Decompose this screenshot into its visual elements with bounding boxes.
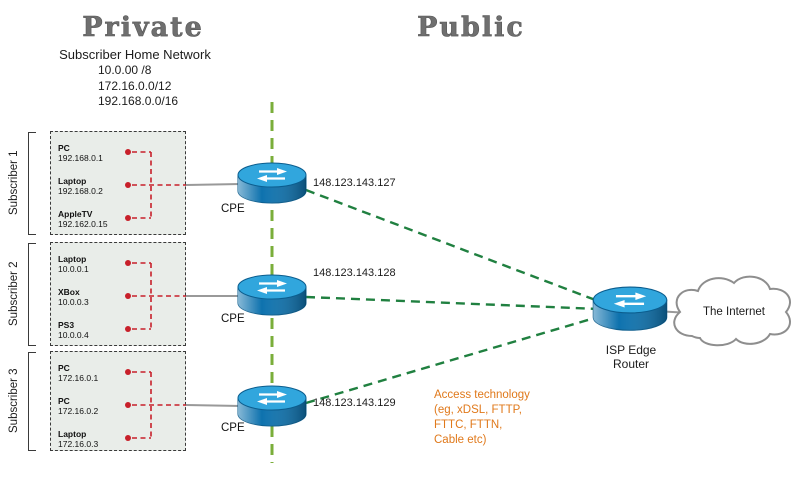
public-section-title: Public [417,12,525,44]
cpe-3-label: CPE [221,422,245,434]
access-link-2 [305,295,599,311]
cpe-3-public-ip: 148.123.143.129 [313,397,396,409]
device-name: XBox [58,287,80,297]
subscriber-1-bracket [28,132,36,235]
device-ip: 10.0.0.1 [58,264,89,274]
cpe-router-3-icon [236,384,308,428]
subscriber-1-box: PC 192.168.0.1 Laptop 192.168.0.2 AppleT… [50,131,186,235]
cpe-router-2-icon [236,273,308,317]
device-name: PS3 [58,320,75,330]
private-section-title: Private [82,12,204,44]
lan-connector-3 [185,404,242,407]
cpe-1-public-ip: 148.123.143.127 [313,177,396,189]
device-pc-3: PC 172.16.0.2 [58,396,143,416]
isp-label-line2: Router [612,357,650,371]
internet-label: The Internet [702,306,765,318]
range-192: 192.168.0.0/16 [98,94,179,108]
cpe-router-1-icon [236,161,308,205]
lan-connectors [185,183,242,407]
device-ip: 172.16.0.1 [58,373,99,383]
device-pc-1: PC 192.168.0.1 [58,143,143,163]
device-name: PC [58,143,70,153]
subscriber-2-box: Laptop 10.0.0.1 XBox 10.0.0.3 PS3 10.0.0… [50,242,186,346]
isp-label-line1: ISP Edge [605,343,657,357]
device-ps3: PS3 10.0.0.4 [58,320,143,340]
subscriber-3-box: PC 172.16.0.1 PC 172.16.0.2 Laptop 172.1… [50,351,186,451]
device-name: Laptop [58,429,87,439]
access-technology-note: Access technology (eg, xDSL, FTTP, FTTC,… [434,389,530,446]
device-name: AppleTV [58,209,93,219]
device-name: Laptop [58,176,87,186]
device-pc-2: PC 172.16.0.1 [58,363,143,383]
subscriber-3-bracket [28,352,36,451]
access-links [305,188,599,405]
device-ip: 172.16.0.2 [58,406,99,416]
device-name: Laptop [58,254,87,264]
isp-edge-router-icon [592,285,668,332]
range-172: 172.16.0.0/12 [98,78,172,93]
device-laptop-1: Laptop 192.168.0.2 [58,176,143,196]
cpe-1-label: CPE [221,203,245,215]
device-xbox: XBox 10.0.0.3 [58,287,143,307]
subscriber-2-label: Subscriber 2 [8,261,20,327]
subscriber-2-bracket [28,243,36,346]
access-link-1 [305,188,599,303]
lan-connector-1 [185,183,242,186]
device-ip: 172.16.0.3 [58,439,99,449]
device-laptop-3: Laptop 172.16.0.3 [58,429,143,449]
device-name: PC [58,363,70,373]
device-ip: 192.168.0.1 [58,153,103,163]
isp-edge-router-label: ISP Edge Router [580,343,682,371]
private-address-ranges: 10.0.00 /8 172.16.0.0/12 192.168.0.0/16 [98,63,178,110]
subscriber-3-label: Subscriber 3 [8,368,20,434]
cpe-2-public-ip: 148.123.143.128 [313,267,396,279]
device-ip: 10.0.0.3 [58,297,89,307]
device-ip: 192.162.0.15 [58,219,108,229]
device-name: PC [58,396,70,406]
device-laptop-2: Laptop 10.0.0.1 [58,254,143,274]
device-ip: 10.0.0.4 [58,330,89,340]
home-network-subtitle: Subscriber Home Network [59,47,211,62]
subscriber-1-label: Subscriber 1 [8,150,20,216]
range-10: 10.0.00 /8 [98,63,152,77]
device-ip: 192.168.0.2 [58,186,103,196]
cpe-2-label: CPE [221,313,245,325]
device-appletv: AppleTV 192.162.0.15 [58,209,143,229]
